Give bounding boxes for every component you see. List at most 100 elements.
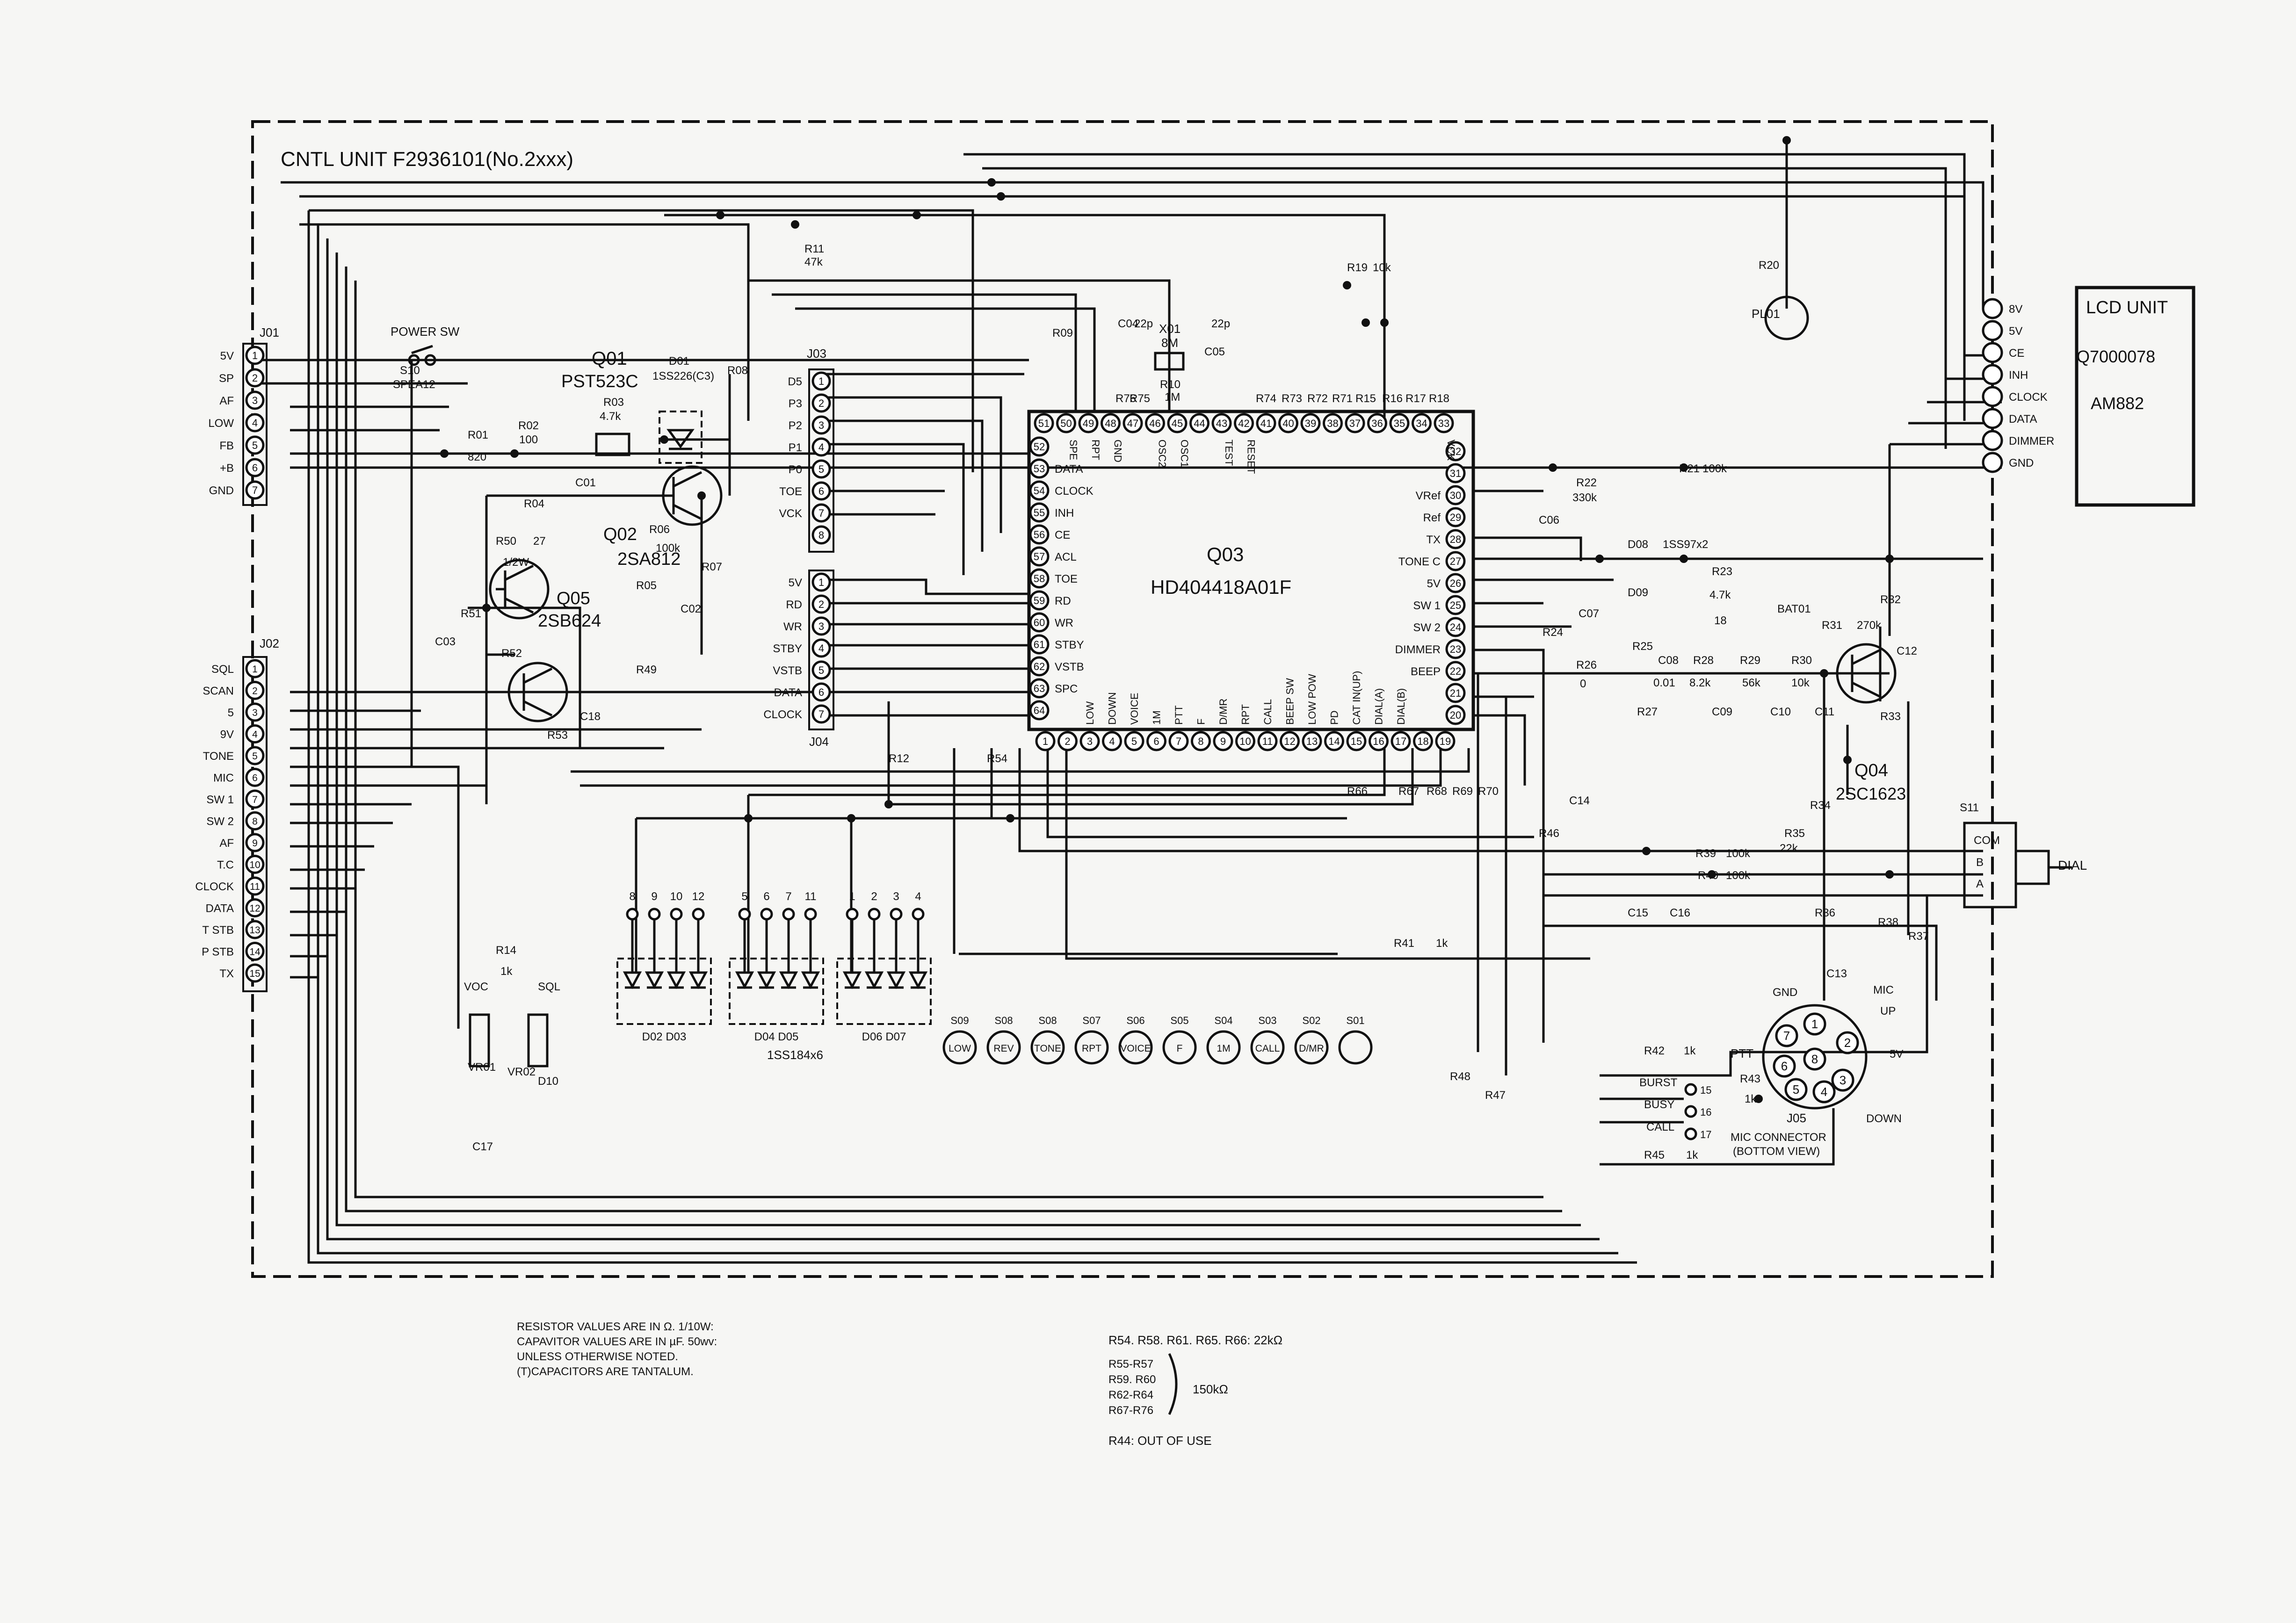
component-label: 330k bbox=[1572, 491, 1597, 504]
ic-bottom-pin-label: VOICE bbox=[1129, 693, 1140, 725]
ic-top-pin bbox=[1211, 413, 1232, 433]
j03-pin-label: VCK bbox=[779, 507, 802, 520]
component-label: VOC bbox=[464, 981, 488, 993]
ic-right-pin-number: 21 bbox=[1450, 687, 1461, 699]
ic-right-pin bbox=[1445, 683, 1466, 703]
j04-pin-number: 2 bbox=[818, 599, 824, 610]
ic-left-pin-number: 64 bbox=[1034, 705, 1045, 716]
j04-pin-number: 4 bbox=[818, 642, 824, 654]
j03-pin bbox=[811, 415, 831, 435]
component-label: R74 bbox=[1256, 392, 1276, 405]
ic-left-pin-number: 60 bbox=[1034, 617, 1045, 628]
diode-group-number: 10 bbox=[670, 890, 683, 903]
ic-bottom-pin-number: 13 bbox=[1306, 736, 1318, 747]
ic-left-pin-number: 57 bbox=[1034, 551, 1045, 563]
ic-top-pin bbox=[1101, 413, 1121, 433]
ic-right-pin-number: 32 bbox=[1450, 446, 1461, 457]
ic-top-pin-label: GND bbox=[1112, 440, 1124, 462]
j02-pin bbox=[245, 898, 265, 917]
j03-pin-label: P3 bbox=[789, 397, 802, 410]
component-label: 100 bbox=[519, 433, 538, 446]
mic-pin-number: 6 bbox=[1781, 1059, 1788, 1073]
switch-label: F bbox=[1177, 1043, 1183, 1054]
j04-pin-number: 7 bbox=[818, 708, 824, 720]
j02-pin-label: SW 2 bbox=[206, 815, 234, 828]
ic-top-pin bbox=[1278, 413, 1298, 433]
lcd-pin-label: CE bbox=[2009, 347, 2024, 360]
j02-pin-label: SQL bbox=[211, 663, 234, 676]
ic-top-pin-number: 49 bbox=[1083, 418, 1094, 429]
component-label: 22p bbox=[1211, 317, 1230, 330]
j03-pin-label: P2 bbox=[789, 419, 802, 432]
component-label: X01 bbox=[1159, 322, 1181, 336]
ic-bottom-pin-number: 5 bbox=[1131, 736, 1137, 747]
ic-bottom-pin-number: 6 bbox=[1153, 736, 1159, 747]
ic-top-pin-number: 44 bbox=[1194, 418, 1205, 429]
ic-bottom-pin bbox=[1168, 731, 1189, 751]
diode-group-number: 4 bbox=[915, 890, 921, 903]
component-label: R46 bbox=[1539, 827, 1559, 840]
j04-pin-label: 5V bbox=[789, 577, 802, 589]
component-label: R54 bbox=[987, 752, 1007, 765]
j01-ref: J01 bbox=[260, 325, 279, 339]
ic-right-pin-label: BEEP bbox=[1411, 665, 1441, 678]
diode-symbol bbox=[864, 919, 884, 989]
component-label: C14 bbox=[1569, 794, 1590, 807]
ic-left-pin bbox=[1029, 678, 1050, 699]
component-label: R26 bbox=[1576, 659, 1597, 671]
diode-symbol bbox=[779, 919, 798, 989]
lcd-pin bbox=[1982, 320, 2003, 341]
j02-pin-number: 6 bbox=[252, 773, 258, 784]
j02-pin bbox=[245, 789, 265, 809]
lcd-pin-label: GND bbox=[2009, 457, 2034, 469]
j03-pin-number: 6 bbox=[818, 485, 824, 497]
mic-pin bbox=[1831, 1068, 1854, 1092]
switch-ref: S01 bbox=[1346, 1015, 1364, 1026]
ic-right-pin-number: 27 bbox=[1450, 555, 1461, 567]
crystal-x01 bbox=[1154, 352, 1185, 371]
component-label: 0 bbox=[1580, 678, 1586, 690]
ic-left-pin bbox=[1029, 634, 1050, 655]
diode-tap bbox=[890, 908, 903, 921]
lcd-pin-label: CLOCK bbox=[2009, 391, 2048, 404]
key-switch bbox=[1294, 1030, 1329, 1065]
j02-pin bbox=[245, 724, 265, 743]
component-label: C07 bbox=[1579, 607, 1599, 620]
j03-pin bbox=[811, 393, 831, 413]
key-switch bbox=[1118, 1030, 1153, 1065]
note-line: UNLESS OTHERWISE NOTED. bbox=[517, 1350, 678, 1363]
resistor-group-line: R59. R60 bbox=[1108, 1373, 1156, 1386]
component-label: Q05 bbox=[557, 589, 590, 608]
component-label: C02 bbox=[681, 603, 701, 615]
j03-pin bbox=[811, 481, 831, 501]
component-label: C05 bbox=[1204, 346, 1225, 358]
component-label: 2SB624 bbox=[538, 611, 601, 631]
mic-pin bbox=[1836, 1031, 1859, 1054]
j01-pin-number: 1 bbox=[252, 350, 258, 361]
component-label: R16 bbox=[1382, 392, 1403, 405]
ic-bottom-pin-label: DIAL(A) bbox=[1373, 688, 1385, 725]
component-label: R69 bbox=[1452, 785, 1473, 798]
j01-pin-number: 2 bbox=[252, 372, 258, 384]
ic-bottom-pin-number: 12 bbox=[1284, 736, 1295, 747]
ic-top-pin-label: OSC2 bbox=[1157, 440, 1168, 468]
switch-ref: S03 bbox=[1258, 1015, 1276, 1026]
component-label: R47 bbox=[1485, 1089, 1506, 1102]
component-label: 5V bbox=[1890, 1048, 1903, 1060]
j04-pin-number: 1 bbox=[818, 577, 824, 588]
ic-bottom-pin-number: 18 bbox=[1417, 736, 1428, 747]
ic-bottom-pin-number: 1 bbox=[1043, 736, 1048, 747]
component-label: C17 bbox=[472, 1140, 493, 1153]
component-label: D01 bbox=[669, 355, 689, 368]
component-label: R30 bbox=[1791, 654, 1812, 667]
resistor-out-of-use: R44: OUT OF USE bbox=[1108, 1434, 1212, 1448]
j02-pin bbox=[245, 920, 265, 939]
component-label: CALL bbox=[1646, 1121, 1674, 1133]
ic-top-pin-label: RESET bbox=[1246, 440, 1257, 474]
ic-bottom-pin-number: 16 bbox=[1373, 736, 1384, 747]
ic-left-pin-label: TOE bbox=[1055, 573, 1078, 585]
component-label: R53 bbox=[547, 729, 568, 742]
